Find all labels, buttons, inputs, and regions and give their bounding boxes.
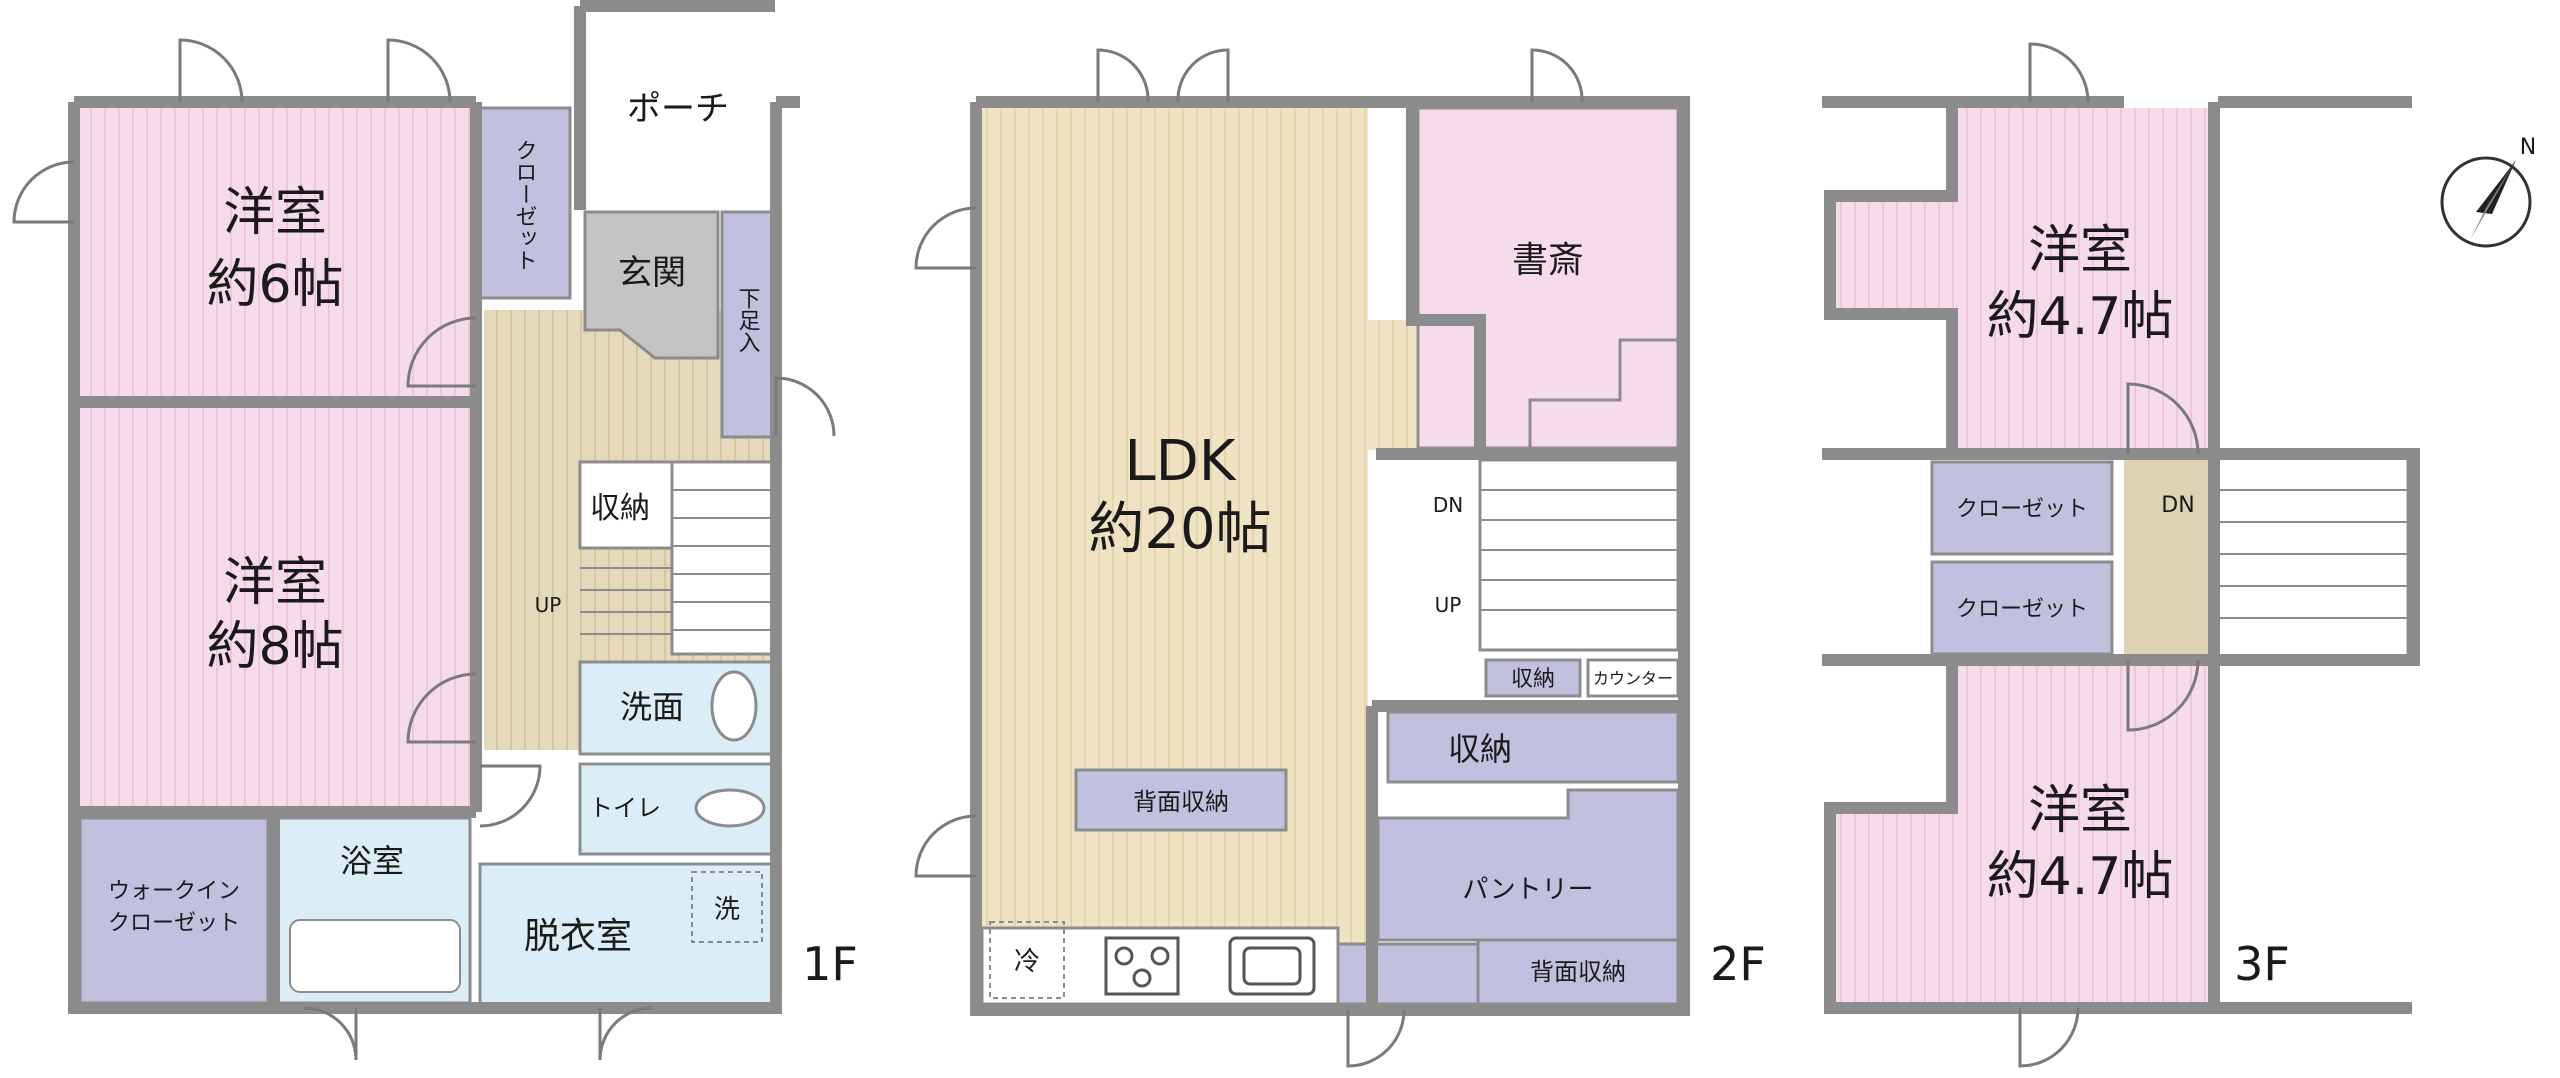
small-storage-2f-label: 収納 <box>1511 667 1555 692</box>
walls-1f <box>68 0 800 1014</box>
room-top-name: 洋室 <box>2028 221 2132 281</box>
stairs-1f <box>670 460 774 656</box>
ldk-floor <box>982 108 1368 1008</box>
washbasin <box>710 670 758 742</box>
room-6jo-size: 約6帖 <box>206 255 343 315</box>
closet-3f-2 <box>1930 560 2114 656</box>
walls-3f <box>1822 96 2420 1014</box>
ldk-name: LDK <box>1124 429 1236 494</box>
study-label: 書斎 <box>1512 240 1584 281</box>
porch-label: ポーチ <box>627 89 729 129</box>
closet-3f-1-label: クローゼット <box>1956 497 2088 522</box>
storage-1f-label: 収納 <box>590 491 650 526</box>
walls-2f <box>970 96 1690 1016</box>
toilet-label: トイレ <box>589 794 661 822</box>
stair-treads-1f <box>580 489 772 635</box>
closet-1f <box>476 106 572 300</box>
dn-mark-2f: DN <box>1433 493 1463 517</box>
cooktop-icon <box>1104 936 1180 996</box>
up-mark-1f: UP <box>535 593 562 617</box>
up-mark-2f: UP <box>1435 593 1462 617</box>
washroom-label: 洗面 <box>620 688 684 726</box>
dn-mark-3f: DN <box>2161 493 2194 518</box>
toilet-bowl <box>694 788 766 828</box>
bath-label: 浴室 <box>340 842 404 880</box>
floor-3: N 洋室 約4.7帖 洋室 約4.7帖 クローゼット クローゼット DN 3F <box>1822 42 2536 1068</box>
room-top-size: 約4.7帖 <box>1987 287 2174 347</box>
small-storage-2f <box>1484 658 1582 698</box>
floor-label-1f: 1F <box>802 937 858 991</box>
washer-spot <box>691 871 763 943</box>
study-steps <box>1528 338 1678 448</box>
floor-label-3f: 3F <box>2234 937 2290 991</box>
north-label: N <box>2520 135 2536 160</box>
room-bottom-floor <box>1836 666 2210 1004</box>
room-6jo-floor <box>80 108 470 396</box>
floor-2: LDK 約20帖 書斎 DN UP 収納 カウンター 収納 背面収納 パントリー… <box>914 48 1766 1068</box>
closet-3f-1 <box>1930 460 2114 556</box>
ldk-size: 約20帖 <box>1088 497 1271 562</box>
room-bottom-size: 約4.7帖 <box>1987 847 2174 907</box>
closet-3f-2-label: クローゼット <box>1956 597 2088 622</box>
dressing-label: 脱衣室 <box>524 916 632 957</box>
porch-floor <box>580 72 775 210</box>
shoe-storage-label: 下足入 <box>735 287 761 353</box>
floor-1: 洋室 約6帖 洋室 約8帖 クローゼット ポーチ 玄関 下足入 収納 UP 洗面… <box>12 0 858 1061</box>
entrance-label: 玄関 <box>618 253 686 293</box>
fridge-label: 冷 <box>1014 947 1040 977</box>
fridge-spot <box>989 921 1065 999</box>
floor-label-2f: 2F <box>1710 937 1766 991</box>
room-8jo-size: 約8帖 <box>206 617 343 677</box>
storage-1f <box>578 460 674 550</box>
doors-2f <box>914 48 1584 1068</box>
shoe-storage <box>720 210 774 439</box>
back-storage-1 <box>1074 768 1288 832</box>
doors-3f <box>2018 42 2200 1068</box>
north-compass-icon <box>2440 156 2532 248</box>
stairs-3f <box>2214 456 2410 660</box>
entrance-floor <box>583 210 720 360</box>
stairs-2f <box>1478 458 1680 652</box>
counter-2f-label: カウンター <box>1593 669 1673 688</box>
kitchen-counter-ext <box>1336 942 1480 1006</box>
washer-label: 洗 <box>714 895 740 925</box>
room-6jo-name: 洋室 <box>223 183 327 243</box>
pantry-label: パントリー <box>1462 875 1593 905</box>
storage-2f-label: 収納 <box>1448 730 1512 768</box>
back-storage-2-label: 背面収納 <box>1530 958 1626 986</box>
walkin-label-1: ウォークイン <box>108 879 240 904</box>
back-storage-1-label: 背面収納 <box>1133 788 1229 816</box>
stair-treads-3f <box>2216 489 2408 619</box>
doors-1f <box>12 38 836 1061</box>
room-8jo-name: 洋室 <box>223 553 327 613</box>
sink-icon <box>1228 936 1316 996</box>
bathtub <box>289 919 461 993</box>
pantry <box>1376 788 1680 942</box>
stair-treads-2f <box>1480 489 1678 611</box>
walkin-label-2: クローゼット <box>108 911 240 936</box>
room-8jo-floor <box>80 408 470 808</box>
room-top-floor <box>1836 108 2210 448</box>
hall-3f <box>2124 458 2208 658</box>
closet-1f-label: クローゼット <box>512 139 537 271</box>
storage-2f <box>1386 710 1680 784</box>
room-bottom-name: 洋室 <box>2028 781 2132 841</box>
